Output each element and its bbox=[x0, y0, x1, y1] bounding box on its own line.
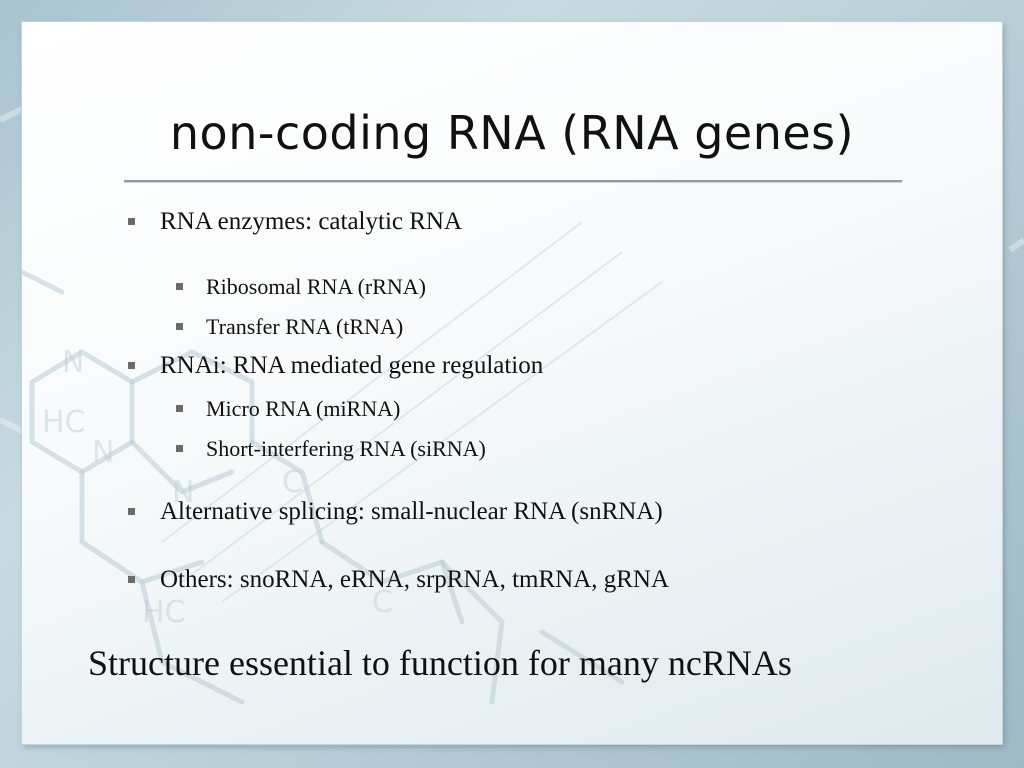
slide: N HC N N C HC C non-coding RNA (RNA gene… bbox=[22, 22, 1002, 744]
bullet-text: RNA enzymes: catalytic RNA bbox=[160, 208, 463, 235]
square-bullet-icon bbox=[128, 218, 135, 225]
sub-bullet-text: Ribosomal RNA (rRNA) bbox=[206, 274, 426, 299]
svg-text:N: N bbox=[92, 435, 114, 470]
molecule-watermark: N HC N N C HC C bbox=[22, 221, 663, 705]
square-bullet-icon bbox=[176, 405, 183, 412]
square-bullet-icon bbox=[128, 576, 135, 583]
square-bullet-icon bbox=[176, 445, 183, 452]
sub-bullet-item: Short-interfering RNA (siRNA) bbox=[176, 436, 486, 462]
svg-text:N: N bbox=[172, 475, 194, 510]
bullet-item: Others: snoRNA, eRNA, srpRNA, tmRNA, gRN… bbox=[128, 566, 670, 594]
svg-text:N: N bbox=[62, 345, 84, 380]
bullet-item: RNA enzymes: catalytic RNA bbox=[128, 208, 463, 236]
square-bullet-icon bbox=[176, 283, 183, 290]
sub-bullet-text: Transfer RNA (tRNA) bbox=[206, 314, 404, 339]
bullet-item: Alternative splicing: small-nuclear RNA … bbox=[128, 498, 663, 526]
bullet-text: RNAi: RNA mediated gene regulation bbox=[160, 352, 544, 379]
bullet-text: Others: snoRNA, eRNA, srpRNA, tmRNA, gRN… bbox=[160, 566, 670, 593]
sub-bullet-text: Short-interfering RNA (siRNA) bbox=[206, 436, 486, 461]
square-bullet-icon bbox=[128, 362, 135, 369]
footer-statement: Structure essential to function for many… bbox=[88, 643, 792, 683]
bullet-text: Alternative splicing: small-nuclear RNA … bbox=[160, 498, 663, 525]
sub-bullet-item: Micro RNA (miRNA) bbox=[176, 396, 401, 422]
bullet-list: RNA enzymes: catalytic RNA Ribosomal RNA… bbox=[22, 22, 1002, 744]
svg-text:HC: HC bbox=[42, 405, 86, 440]
sub-bullet-item: Ribosomal RNA (rRNA) bbox=[176, 274, 426, 300]
sub-bullet-text: Micro RNA (miRNA) bbox=[206, 396, 401, 421]
svg-text:HC: HC bbox=[142, 595, 186, 630]
square-bullet-icon bbox=[176, 323, 183, 330]
svg-text:C: C bbox=[282, 465, 303, 500]
bullet-item: RNAi: RNA mediated gene regulation bbox=[128, 352, 544, 380]
svg-text:C: C bbox=[372, 585, 393, 620]
sub-bullet-item: Transfer RNA (tRNA) bbox=[176, 314, 404, 340]
slide-title: non-coding RNA (RNA genes) bbox=[169, 106, 855, 160]
title-divider bbox=[124, 180, 902, 183]
square-bullet-icon bbox=[128, 508, 135, 515]
